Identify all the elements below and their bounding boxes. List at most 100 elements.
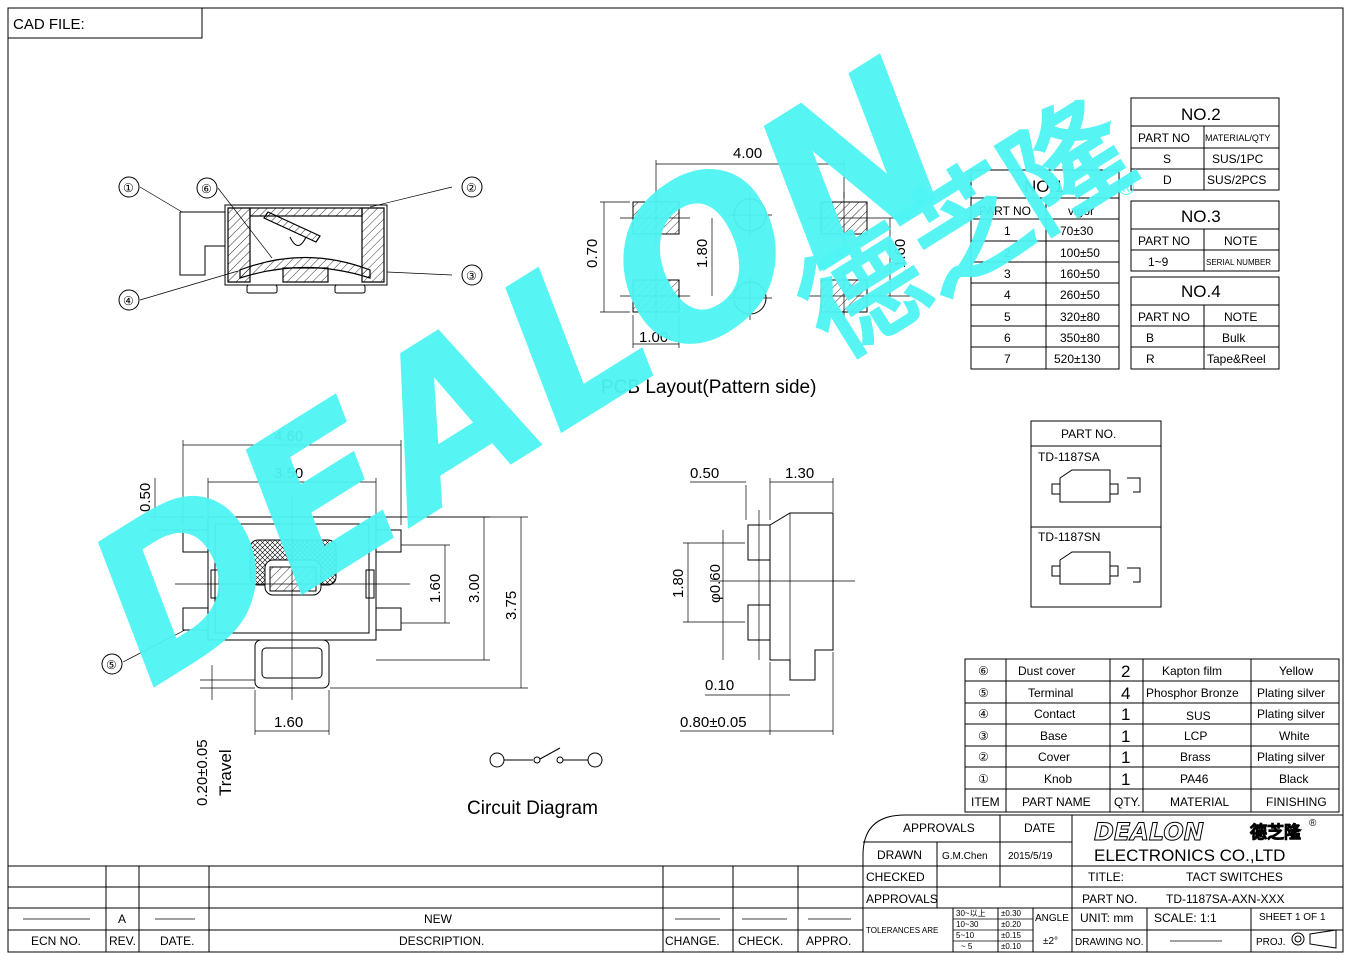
revision-block: A NEW ECN NO. REV. DATE. DESCRIPTION. CH… (23, 866, 851, 952)
table-no2: NO.2 PART NO MATERIAL/QTY S SUS/1PC D SU… (1130, 97, 1280, 191)
no1-header-vigor: vigor (1068, 204, 1094, 218)
dim-travel: 0.20±0.05 (194, 739, 211, 806)
tb-drawn-by: G.M.Chen (942, 851, 988, 862)
bom-r2-qty: 4 (1121, 684, 1130, 703)
no1-r3-a: 3 (1004, 267, 1011, 281)
dim-top-inner: 3.50 (274, 465, 303, 482)
bom-r4-fin: White (1279, 729, 1310, 743)
circuit-diagram: Circuit Diagram (467, 747, 603, 819)
bom-header-qty: QTY. (1114, 795, 1140, 809)
table-no1: NO.1 PART NO vigor 1 70±30 2 100±50 3 16… (970, 169, 1120, 370)
tb-angle: ANGLE (1035, 913, 1069, 924)
bom-header-name: PART NAME (1022, 795, 1091, 809)
rev-h-rev: REV. (109, 934, 136, 948)
bom-table: ⑥ Dust cover 2 Kapton film Yellow ⑤ Term… (964, 658, 1340, 813)
side-view: 0.50 1.30 1.80 φ0.60 0.10 0.80±0.05 (670, 465, 855, 735)
no1-r5-a: 5 (1004, 310, 1011, 324)
dim-bottom-160: 1.60 (274, 714, 303, 731)
bom-r6-item: ① (978, 772, 989, 786)
dim-pcb-pad-h: 0.70 (584, 239, 601, 268)
bom-r5-item: ② (978, 750, 989, 764)
dim-side-130: 1.30 (785, 465, 814, 482)
bom-r4-name: Base (1040, 729, 1068, 743)
bom-r2-fin: Plating silver (1257, 686, 1325, 700)
sheet-border (7, 7, 1344, 953)
rev-h-ecn: ECN NO. (31, 934, 81, 948)
cad-file-label: CAD FILE: (13, 16, 85, 33)
no2-header-material: MATERIAL/QTY (1205, 133, 1270, 143)
dim-pcb-width: 4.00 (733, 145, 762, 162)
table-no4: NO.4 PART NO NOTE B Bulk R Tape&Reel (1130, 276, 1280, 370)
rev-desc: NEW (424, 912, 453, 926)
no4-header-part: PART NO (1138, 310, 1190, 324)
rev-h-appro: APPRO. (806, 934, 851, 948)
no1-r4-a: 4 (1004, 288, 1011, 302)
tb-part-no-label: PART NO. (1082, 892, 1137, 906)
dim-side-010: 0.10 (705, 677, 734, 694)
callout-5: ⑤ (106, 658, 117, 672)
bom-r2-name: Terminal (1028, 686, 1073, 700)
no4-r1-a: B (1146, 331, 1154, 345)
part-no-box: PART NO. TD-1187SA TD-1187SN (1030, 420, 1162, 608)
no3-header-part: PART NO (1138, 234, 1190, 248)
no3-header-note: NOTE (1224, 234, 1257, 248)
no2-r1-a: S (1163, 152, 1171, 166)
no1-title: NO.1 (1024, 177, 1064, 196)
no1-r2-a: 2 (1004, 246, 1011, 260)
bom-r1-item: ⑥ (978, 664, 989, 678)
dim-pcb-pitch-right: 1.60 (892, 239, 909, 268)
projection-symbol-icon (1291, 932, 1305, 946)
tb-unit: UNIT: mm (1080, 911, 1133, 925)
tol-r3v: ±0.15 (1001, 931, 1022, 940)
no4-title: NO.4 (1181, 282, 1221, 301)
bom-r2-item: ⑤ (978, 686, 989, 700)
bom-header-fin: FINISHING (1266, 795, 1327, 809)
bom-r6-fin: Black (1279, 772, 1309, 786)
bom-r6-mat: PA46 (1180, 772, 1209, 786)
bom-r1-qty: 2 (1121, 662, 1130, 681)
tb-drawn-date: 2015/5/19 (1008, 851, 1053, 862)
tb-date: DATE (1024, 821, 1055, 835)
no1-r1-a: 1 (1004, 224, 1011, 238)
no3-r1-b: SERIAL NUMBER (1206, 258, 1271, 267)
travel-label: Travel (216, 749, 235, 796)
callout-1: ① (123, 181, 134, 195)
no4-header-note: NOTE (1224, 310, 1257, 324)
bom-r3-fin: Plating silver (1257, 707, 1325, 721)
no1-r1-b: 70±30 (1060, 224, 1094, 238)
no3-r1-a: 1~9 (1148, 255, 1169, 269)
tb-logo-latin: DEALON (1094, 818, 1204, 846)
top-view: 4.60 3.50 0.50 1.60 3.00 3.75 1.60 0.20±… (101, 428, 528, 806)
tb-drawing-no: DRAWING NO. (1075, 937, 1144, 948)
tol-r1v: ±0.30 (1001, 909, 1022, 918)
tb-title-value: TACT SWITCHES (1186, 870, 1283, 884)
no4-r1-b: Bulk (1222, 331, 1246, 345)
dim-pcb-pad-w: 1.00 (639, 329, 668, 346)
dim-top-300: 3.00 (466, 574, 483, 603)
bom-r3-name: Contact (1034, 707, 1076, 721)
tb-approvals2: APPROVALS (866, 892, 938, 906)
tb-scale: SCALE: 1:1 (1154, 911, 1217, 925)
dim-top-160: 1.60 (427, 574, 444, 603)
no2-r2-a: D (1163, 173, 1172, 187)
tol-r3: 5~10 (956, 931, 975, 940)
dim-top-offset: 0.50 (137, 483, 154, 512)
tb-proj: PROJ. (1256, 937, 1285, 948)
table-no3: NO.3 PART NO NOTE 1~9 SERIAL NUMBER (1130, 200, 1280, 272)
bom-r3-mat: SUS (1186, 709, 1211, 723)
tol-r4v: ±0.10 (1001, 942, 1022, 951)
watermark-registered: ® (1118, 175, 1134, 200)
cad-file-box (8, 8, 203, 39)
no1-r5-b: 320±80 (1060, 310, 1100, 324)
no1-r3-b: 160±50 (1060, 267, 1100, 281)
bom-r6-qty: 1 (1121, 770, 1130, 789)
dim-top-width: 4.60 (274, 428, 303, 445)
tb-title-label: TITLE: (1088, 870, 1124, 884)
rev-h-desc: DESCRIPTION. (399, 934, 484, 948)
tb-checked: CHECKED (866, 870, 925, 884)
tol-r2v: ±0.20 (1001, 920, 1022, 929)
dim-side-dia: φ0.60 (707, 564, 724, 603)
rev-value: A (118, 912, 126, 926)
tb-sheet: SHEET 1 OF 1 (1259, 912, 1326, 923)
bom-header-item: ITEM (971, 795, 1000, 809)
